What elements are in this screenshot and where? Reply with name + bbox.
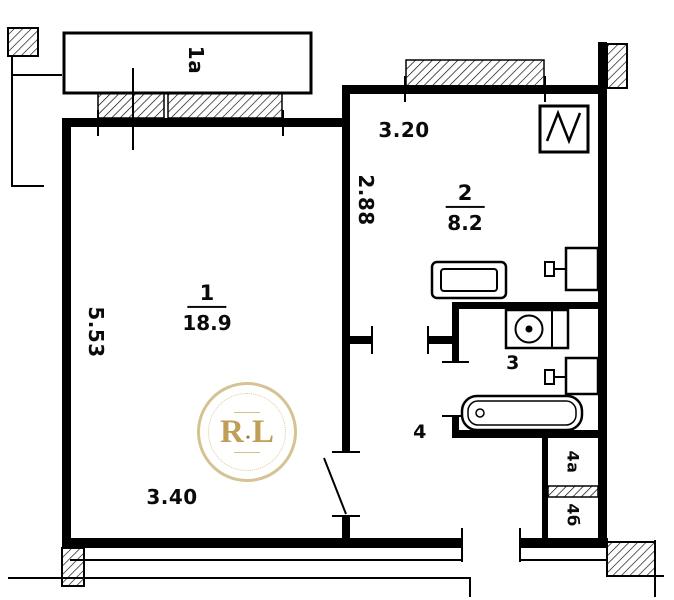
balcony-window-right xyxy=(167,92,283,119)
kitchen-depth-dimension: 2.88 xyxy=(354,174,378,226)
stove-icon xyxy=(538,104,590,154)
toilet-icon xyxy=(504,308,570,350)
kitchen-number: 2 xyxy=(445,181,485,209)
column-hatch xyxy=(61,547,85,587)
building-outline xyxy=(8,56,664,597)
closet-a-label: 4а xyxy=(563,450,583,474)
living-room-label: 1 18.9 xyxy=(182,281,231,335)
stairwell-block xyxy=(7,27,39,57)
kitchen-sink-icon xyxy=(430,260,508,300)
kitchen-area: 8.2 xyxy=(447,211,483,236)
balcony-label: 1а xyxy=(184,45,208,75)
walls xyxy=(62,42,608,548)
bathroom-washbasin-icon xyxy=(544,356,600,396)
closet-b-label: 4б xyxy=(563,503,583,527)
balcony-window-left xyxy=(97,92,165,119)
bathtub-icon xyxy=(460,394,584,432)
closet-divider xyxy=(547,485,599,498)
kitchen-width-dimension: 3.20 xyxy=(378,118,430,142)
vent-shaft xyxy=(606,43,628,89)
corner-block xyxy=(606,541,656,577)
hallway-number: 4 xyxy=(413,421,427,443)
watermark-inner-ring xyxy=(208,393,286,471)
bathroom-number: 3 xyxy=(506,352,520,374)
living-room-number: 1 xyxy=(187,281,227,309)
agency-watermark: R • L xyxy=(197,382,297,482)
living-room-width-dimension: 3.40 xyxy=(146,485,198,509)
living-room-depth-dimension: 5.53 xyxy=(84,306,108,358)
door-ticks xyxy=(97,68,546,562)
kitchen-window xyxy=(405,59,545,87)
kitchen-room-label: 2 8.2 xyxy=(445,181,485,236)
washbasin-icon xyxy=(544,246,600,292)
living-room-area: 18.9 xyxy=(182,311,232,336)
